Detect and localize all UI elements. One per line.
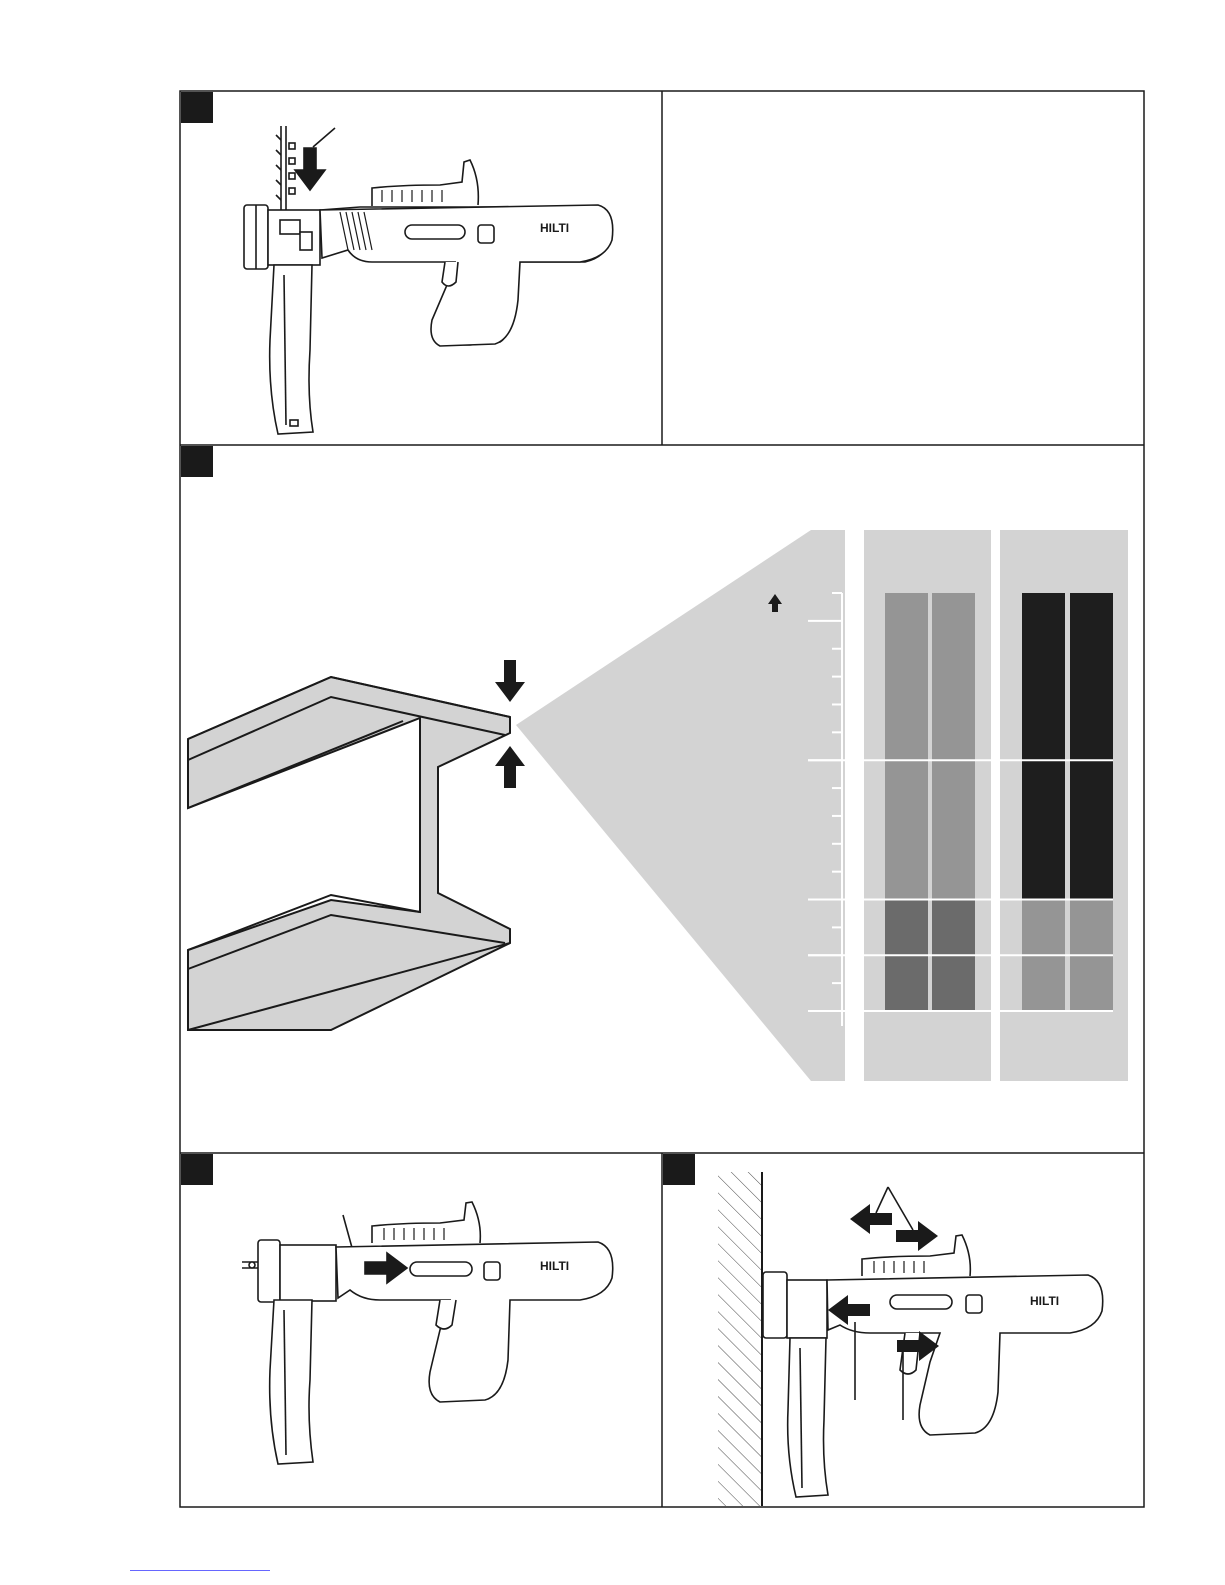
side-slot [410, 1262, 472, 1276]
up-arrow-icon [495, 746, 525, 788]
chart-bar-segment [1070, 593, 1113, 900]
panel-5-fastening: HILTI [718, 1172, 1103, 1506]
left-arrow-icon [850, 1204, 892, 1234]
footer-link-underline [130, 1570, 270, 1571]
magazine [788, 1338, 828, 1497]
brand-logo-2: HILTI [540, 1259, 569, 1273]
panel-3-number-tab [181, 446, 213, 477]
side-slot [405, 225, 465, 239]
tool-housing [827, 1275, 1103, 1435]
nose-plate [258, 1240, 280, 1302]
brand-logo-1: HILTI [540, 221, 569, 235]
trigger [442, 262, 458, 286]
chart-bar-segment [1022, 593, 1065, 760]
chart-bar-segment [885, 593, 928, 760]
front-head [280, 1245, 336, 1301]
panel-5-number-tab [663, 1154, 695, 1185]
leader-line [876, 1187, 888, 1213]
chart-bar-segment [1022, 900, 1065, 956]
power-dial [966, 1295, 982, 1313]
down-arrow-icon [495, 660, 525, 702]
power-dial [484, 1262, 500, 1280]
power-dial [478, 225, 494, 243]
brand-logo-3: HILTI [1030, 1294, 1059, 1308]
panel-4-number-tab [181, 1154, 213, 1185]
top-handle [372, 1202, 480, 1243]
zoom-cone [516, 530, 845, 1081]
magazine [270, 265, 313, 434]
panel-4-strip-feeding: HILTI [242, 1202, 613, 1464]
panel-3-beam-chart [188, 530, 1128, 1081]
magazine [270, 1300, 313, 1464]
panel-1-magazine-loading: HILTI [244, 126, 613, 434]
fastener-strip [276, 126, 295, 218]
chart-bar-segment [932, 593, 975, 900]
chart-bar-segment [885, 900, 928, 956]
wall [718, 1172, 762, 1506]
chart-bar-segment [885, 760, 928, 899]
down-arrow-icon [295, 148, 325, 190]
panel-1-number-tab [181, 92, 213, 123]
front-head [787, 1280, 827, 1338]
side-slot [890, 1295, 952, 1309]
nose-plate [763, 1272, 787, 1338]
steel-beam [188, 677, 510, 1030]
chart-bar-segment [1022, 955, 1065, 1011]
leader-line [313, 128, 335, 147]
top-handle [372, 160, 478, 206]
chart-bar-segment [885, 955, 928, 1011]
right-arrow-icon [896, 1221, 938, 1251]
chart-bar-segment [1022, 760, 1065, 899]
